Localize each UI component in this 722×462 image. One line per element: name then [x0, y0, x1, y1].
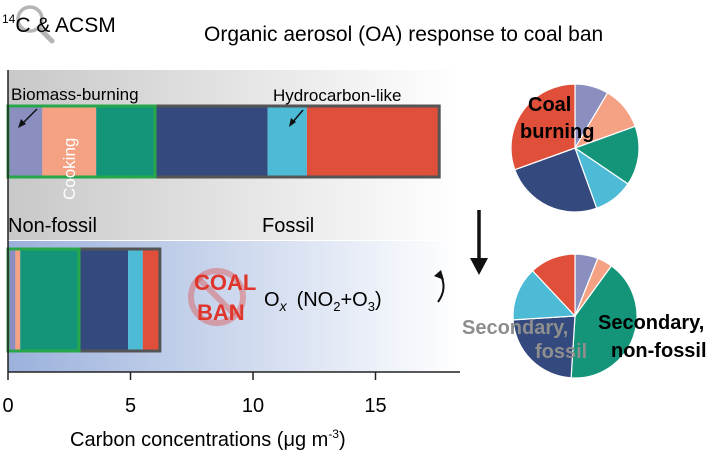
fossil-label: Fossil [262, 215, 314, 237]
pie-1-slice-secondary-non-fossil [573, 125, 640, 185]
secondary-fossil-label-line-2: fossil [535, 341, 587, 363]
x-tick-label-0: 0 [2, 395, 13, 417]
coal-ban-badge: COAL BAN [188, 268, 256, 326]
pie-top-label-line-2: burning [520, 121, 594, 143]
bar-2-segment-hydrocarbon-like [128, 249, 143, 351]
no2-sub: 2 [333, 299, 340, 314]
pie-1-slice-secondary-fossil [514, 147, 598, 213]
o3-prefix: +O [340, 289, 367, 311]
x-axis: 0 5 10 15 [2, 70, 460, 417]
no2-prefix: (NO [297, 289, 334, 311]
down-arrow-icon [470, 210, 488, 275]
biomass-burning-label: Biomass-burning [11, 85, 139, 104]
close-paren: ) [375, 289, 382, 311]
pie-2-slice-coal-burning [531, 253, 576, 318]
x-axis-unit-exponent: -3 [328, 427, 339, 441]
hydrocarbon-arrow-head [289, 118, 296, 127]
stacked-bars [6, 104, 441, 353]
secondary-fossil-label-line-1: Secondary, [462, 317, 568, 339]
oxidant-o: O [264, 289, 280, 311]
pie-2-slice-secondary-non-fossil [570, 265, 638, 379]
biomass-arrow [21, 108, 38, 125]
hydrocarbon-like-label: Hydrocarbon-like [273, 86, 402, 105]
magnifier-icon [16, 5, 55, 44]
o3-sub: 3 [368, 299, 375, 314]
secondary-nonfossil-label-line-1: Secondary, [598, 312, 704, 334]
pie-charts [510, 83, 640, 379]
pie-1-slice-coal-burning [510, 83, 576, 171]
x-axis-unit-suffix: ) [339, 429, 346, 451]
coal-ban-line-1: COAL [194, 270, 256, 295]
bar-2-segment-coal-burning [142, 249, 160, 351]
x-axis-unit-prefix: Carbon concentrations (μg m [70, 429, 328, 451]
x-tick-label-5: 5 [125, 395, 136, 417]
method-label-text: C & ACSM [15, 14, 115, 37]
bar-1-segment-cooking [42, 106, 97, 177]
bar-2-segment-cooking [15, 249, 21, 351]
bar-2-segment-secondary-fossil [79, 249, 128, 351]
bar-1-segment-secondary-non-fossil [96, 106, 155, 177]
coal-ban-line-2: BAN [197, 300, 245, 325]
increase-arrow-icon [434, 270, 445, 303]
figure-title: Organic aerosol (OA) response to coal ba… [204, 23, 603, 46]
bar-1-segment-hydrocarbon-like [267, 106, 307, 177]
biomass-arrow-head [18, 119, 26, 128]
pie-top-label-line-1: Coal [528, 94, 571, 116]
cooking-label: Cooking [60, 138, 79, 200]
x-tick-label-15: 15 [364, 395, 386, 417]
method-prefix: 14 [2, 12, 16, 26]
x-tick-label-10: 10 [242, 395, 264, 417]
bar-1-segment-biomass-burning [8, 106, 43, 177]
bar-1-segment-secondary-fossil [155, 106, 268, 177]
oxidant-x: x [279, 298, 288, 314]
non-fossil-label: Non-fossil [8, 215, 97, 237]
bar-2-segment-secondary-non-fossil [20, 249, 80, 351]
pie-2-slice-secondary-fossil [512, 315, 576, 379]
bar-1-segment-coal-burning [306, 106, 440, 177]
x-axis-title: Carbon concentrations (μg m-3) [70, 427, 346, 451]
bar-2-segment-biomass-burning [8, 249, 16, 351]
secondary-nonfossil-label-line-2: non-fossil [611, 340, 707, 362]
pie-2-slice-hydrocarbon-like [512, 269, 577, 321]
oxidant-label: Ox (NO2+O3) [264, 289, 382, 314]
method-label: 14C & ACSM [2, 12, 116, 37]
